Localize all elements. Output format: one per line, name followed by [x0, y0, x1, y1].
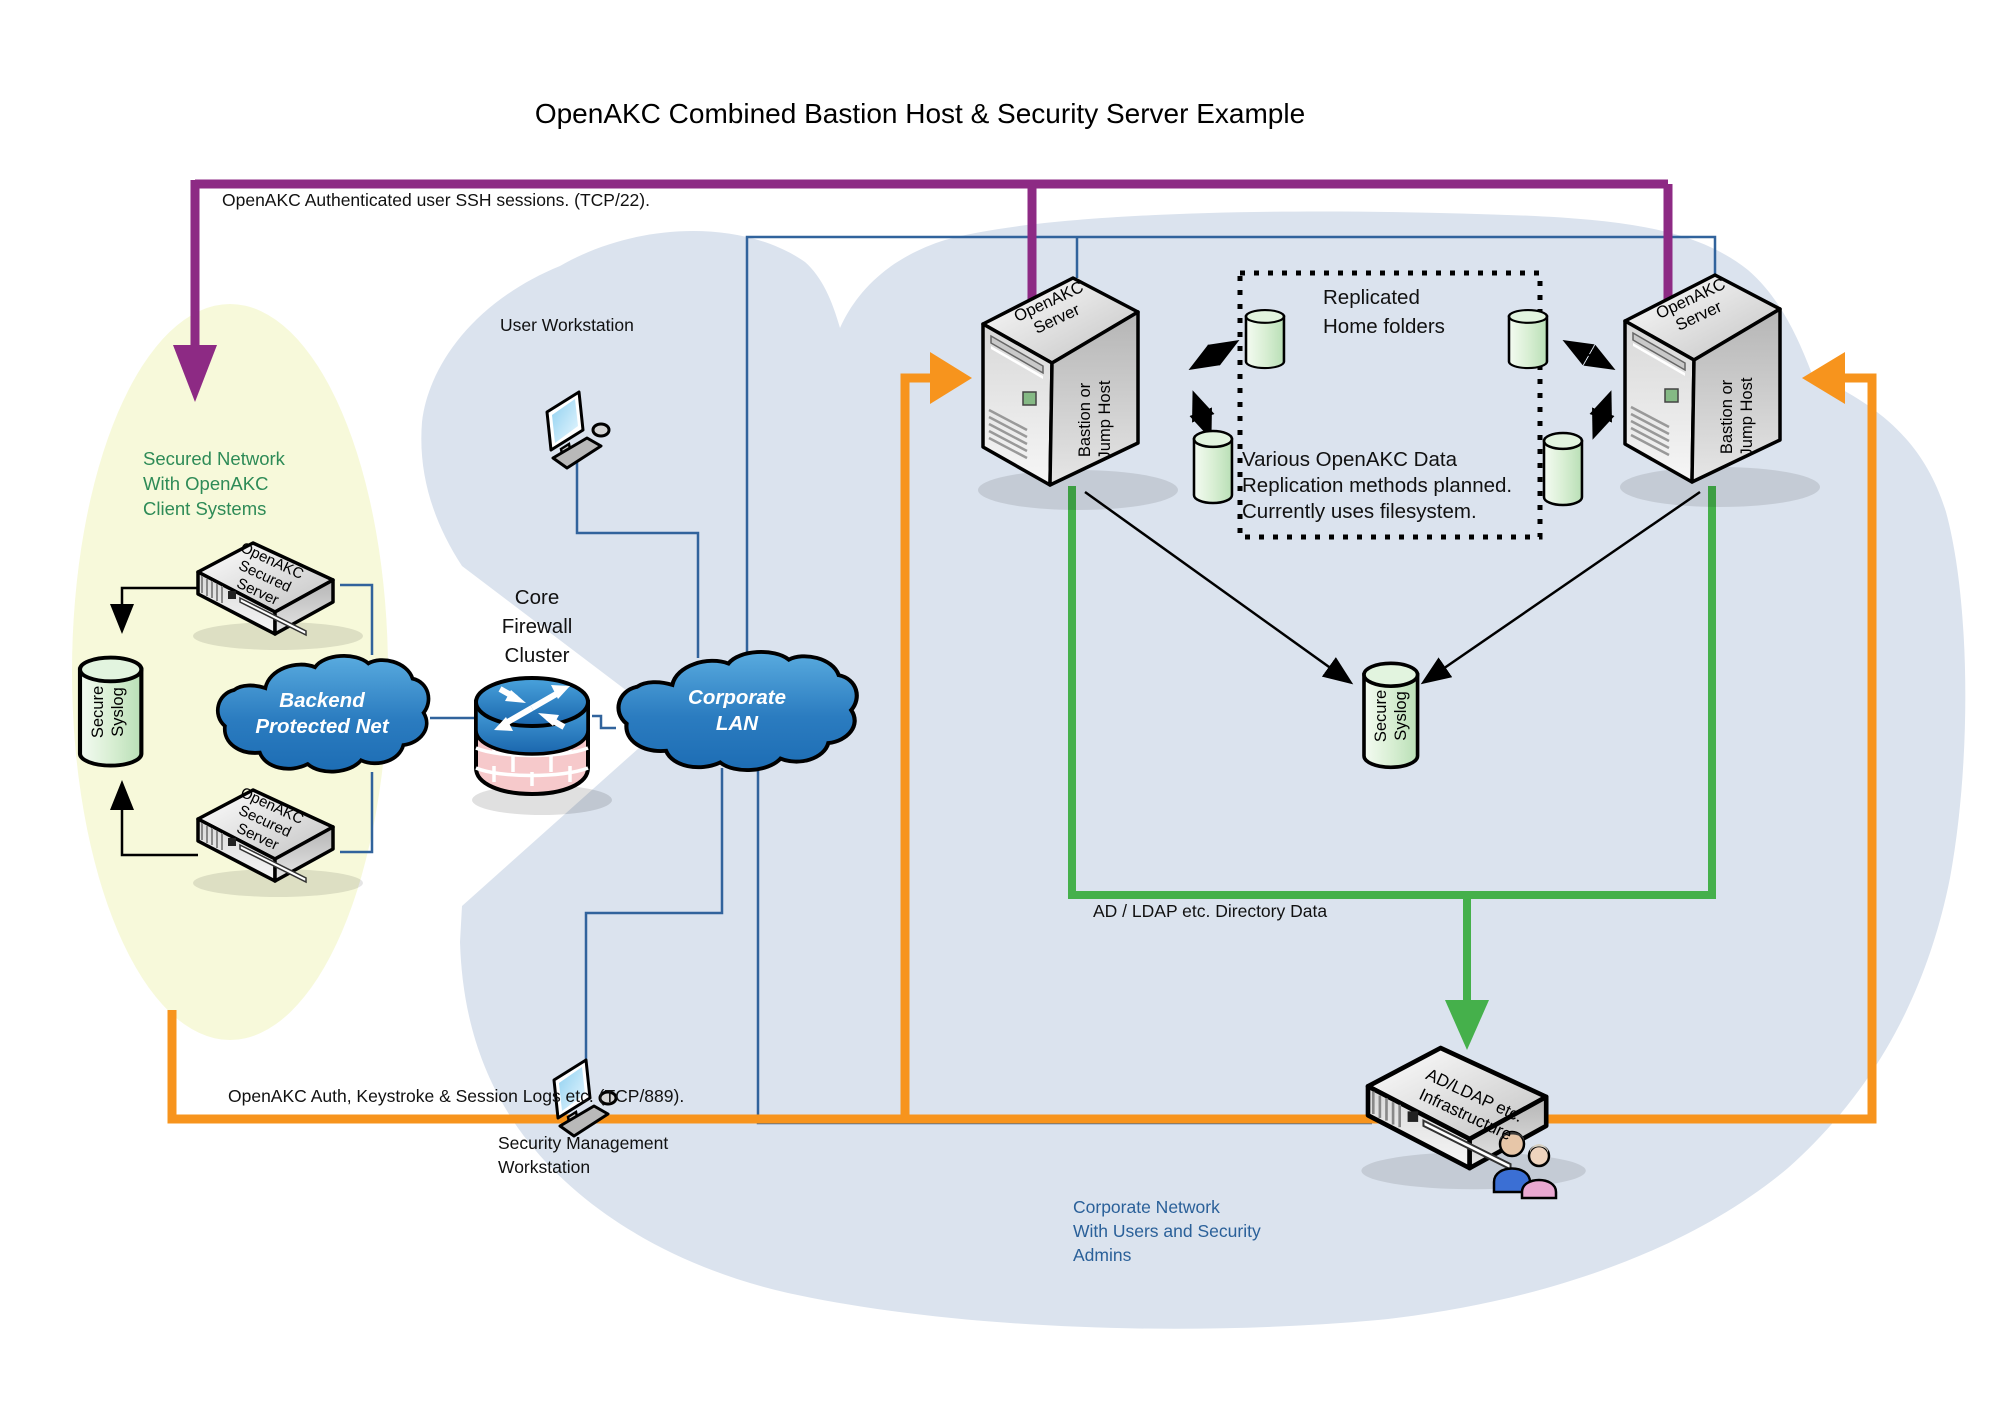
- userws-lan-line: [575, 462, 700, 658]
- bastionL-syslog-arrow: [1084, 490, 1354, 685]
- corporate-lan-cloud-label: Corporate LAN: [647, 685, 827, 737]
- corporate-network-label: Corporate Network With Users and Securit…: [1073, 1195, 1261, 1267]
- replicated-label-line1: Replicated: [1323, 286, 1420, 309]
- backend-cloud-label-line2: Protected Net: [255, 715, 389, 738]
- corporate-network-label-line1: Corporate Network: [1073, 1197, 1220, 1217]
- home-folder-cylinder-tl: [1244, 308, 1286, 370]
- bastionR-syslog-arrow: [1420, 490, 1701, 685]
- directory-flow-line: [1068, 486, 1716, 1004]
- diagram-title: OpenAKC Combined Bastion Host & Security…: [534, 98, 1306, 129]
- security-workstation-label-line2: Workstation: [498, 1157, 591, 1177]
- server1-backend-line: [340, 583, 374, 655]
- secured-network-label-line1: Secured Network: [143, 448, 285, 469]
- ssh-flow-line: [173, 179, 1673, 402]
- server2-backend-line: [340, 772, 374, 854]
- secured-network-label: Secured Network With OpenAKC Client Syst…: [143, 446, 285, 521]
- bastion-left-side-line2: Jump Host: [1096, 380, 1114, 460]
- firewall-icon: [472, 676, 612, 815]
- server2-syslog-arrow: [110, 780, 198, 857]
- bastion-left-side-line1: Bastion or: [1076, 382, 1094, 458]
- secured-network-label-line3: Client Systems: [143, 498, 267, 519]
- syslog-central-line1: Secure: [1372, 689, 1390, 743]
- syslog-left-line2: Syslog: [109, 687, 127, 737]
- lan-cloud-label-line1: Corporate: [688, 686, 786, 709]
- core-firewall-label: Core Firewall Cluster: [467, 583, 607, 670]
- bastion-right-side-label: Bastion or Jump Host: [1715, 351, 1759, 483]
- home-folder-cylinder-tr: [1507, 308, 1549, 370]
- logs-flow-line: [167, 373, 1877, 1124]
- lan-cloud-label-line2: LAN: [715, 712, 759, 735]
- home-folder-cylinder-br: [1542, 431, 1584, 507]
- logs-arrowhead-right: [1802, 352, 1845, 404]
- core-firewall-label-line1: Core: [514, 586, 560, 609]
- backend-cloud-label: Backend Protected Net: [232, 688, 412, 740]
- secured-network-label-line2: With OpenAKC: [143, 473, 269, 494]
- replication-arrow-2: [1189, 390, 1215, 440]
- corporate-network-label-line2: With Users and Security: [1073, 1221, 1261, 1241]
- replication-note-line3: Currently uses filesystem.: [1242, 500, 1477, 523]
- security-workstation-label-line1: Security Management: [498, 1133, 669, 1153]
- replication-arrow-1: [1188, 339, 1240, 371]
- syslog-left-line1: Secure: [89, 685, 107, 739]
- directory-arrowhead: [1445, 1000, 1489, 1050]
- bastion-right-side-line2: Jump Host: [1738, 377, 1756, 457]
- bastion-lan-line: [745, 235, 1717, 658]
- ssh-arrowhead: [173, 345, 217, 402]
- replication-note-line2: Replication methods planned.: [1242, 474, 1513, 497]
- replication-arrow-4: [1589, 390, 1615, 440]
- home-folder-cylinder-bl: [1192, 429, 1234, 505]
- syslog-central-line2: Syslog: [1392, 691, 1410, 741]
- replication-note-line1: Various OpenAKC Data: [1242, 448, 1457, 471]
- firewall-lan-line: [592, 714, 616, 730]
- replicated-home-folders-label: Replicated Home folders: [1323, 283, 1445, 341]
- syslog-central-label: Secure Syslog: [1369, 660, 1413, 772]
- replicated-folders-box: [1237, 270, 1543, 540]
- syslog-left-label: Secure Syslog: [86, 656, 130, 768]
- bastion-right-side-line1: Bastion or: [1718, 379, 1736, 455]
- directory-flow-label: AD / LDAP etc. Directory Data: [1093, 901, 1328, 921]
- ssh-flow-label: OpenAKC Authenticated user SSH sessions.…: [222, 190, 650, 210]
- backend-cloud-label-line1: Backend: [279, 689, 365, 712]
- logs-flow-label: OpenAKC Auth, Keystroke & Session Logs e…: [228, 1086, 685, 1106]
- secws-lan-line: [584, 768, 724, 1060]
- replication-arrow-3: [1562, 340, 1616, 370]
- server1-syslog-arrow: [110, 586, 198, 634]
- bastion-left-side-label: Bastion or Jump Host: [1073, 354, 1117, 486]
- core-firewall-label-line3: Cluster: [504, 644, 570, 667]
- corporate-network-label-line3: Admins: [1073, 1245, 1132, 1265]
- security-workstation-label: Security Management Workstation: [498, 1131, 668, 1179]
- replication-note-label: Various OpenAKC Data Replication methods…: [1242, 447, 1512, 525]
- users-icon: [1492, 1130, 1558, 1200]
- core-firewall-label-line2: Firewall: [501, 615, 573, 638]
- logs-arrowhead-left: [930, 352, 972, 404]
- replicated-label-line2: Home folders: [1323, 315, 1445, 338]
- user-workstation-label: User Workstation: [500, 315, 634, 335]
